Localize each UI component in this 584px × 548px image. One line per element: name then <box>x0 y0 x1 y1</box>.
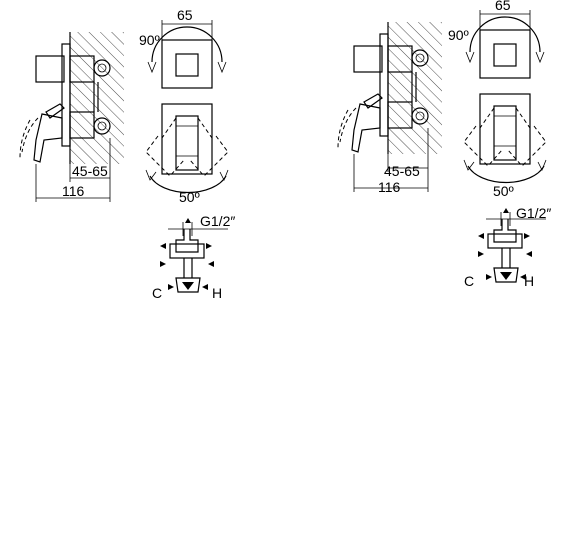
lever-angle-label: 50º <box>493 183 514 199</box>
rotation-angle-label: 90º <box>448 27 469 43</box>
cold-inlet-label: C <box>152 285 162 301</box>
cold-inlet-label: C <box>464 273 474 289</box>
sheet-right: 65 90º 45-65 116 50º G1/2″ C H <box>337 0 551 289</box>
hot-inlet-label: H <box>524 273 534 289</box>
lever-angle-label: 50º <box>179 189 200 205</box>
total-depth-dim-label: 116 <box>378 179 401 195</box>
thread-size-label: G1/2″ <box>516 205 551 221</box>
wall-depth-dim-label: 45-65 <box>72 163 108 179</box>
sheet-left: 65 90º 45-65 116 50º G1/2″ C H <box>19 7 235 301</box>
width-dim-label: 65 <box>177 7 193 23</box>
thread-size-label: G1/2″ <box>200 213 235 229</box>
rotation-angle-label: 90º <box>139 32 160 48</box>
total-depth-dim-label: 116 <box>62 183 85 199</box>
wall-depth-dim-label: 45-65 <box>384 163 420 179</box>
hot-inlet-label: H <box>212 285 222 301</box>
width-dim-label: 65 <box>495 0 511 13</box>
